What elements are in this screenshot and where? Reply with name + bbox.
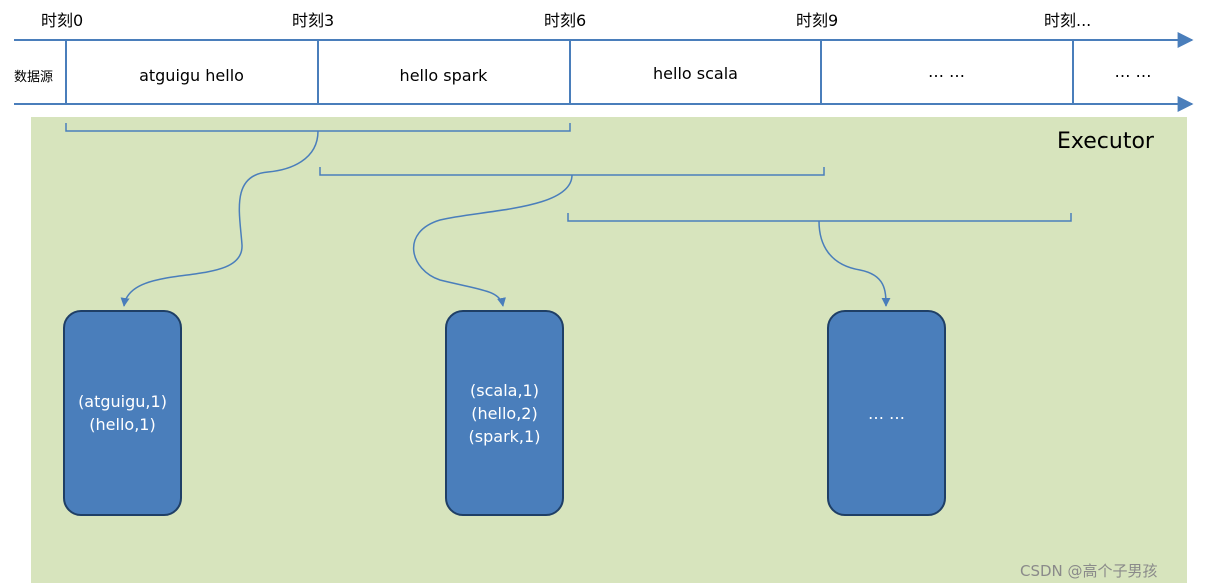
segment-label-3: hello scala — [653, 64, 738, 83]
data-source-label: 数据源 — [14, 70, 54, 85]
segment-label-2: hello spark — [399, 66, 488, 85]
time-label-6: 时刻6 — [544, 11, 587, 30]
result-line: (hello,2) — [471, 403, 538, 423]
result-box-2: (scala,1) (hello,2) (spark,1) — [445, 310, 564, 516]
executor-area — [31, 117, 1187, 583]
time-label-3: 时刻3 — [292, 11, 335, 30]
watermark: CSDN @高个子男孩 — [1020, 562, 1158, 580]
time-label-more: 时刻... — [1044, 11, 1092, 30]
window-arrow-3 — [818, 220, 891, 307]
result-line: (hello,1) — [89, 415, 156, 434]
time-label-0: 时刻0 — [41, 11, 84, 30]
segment-label-5: … … — [1114, 62, 1152, 81]
result-box-3: … … — [827, 310, 946, 516]
result-box-1: (atguigu,1) (hello,1) — [63, 310, 182, 516]
time-label-9: 时刻9 — [796, 11, 839, 30]
result-line: (atguigu,1) — [78, 392, 167, 411]
executor-label: Executor — [1057, 129, 1154, 154]
result-line: (scala,1) — [470, 380, 539, 400]
segment-label-4: … … — [927, 62, 966, 81]
window-arrow-2 — [412, 174, 573, 307]
window-arrow-1 — [120, 130, 319, 307]
segment-label-1: atguigu hello — [139, 66, 244, 85]
result-line: (spark,1) — [468, 426, 541, 446]
result-line: … … — [867, 403, 906, 423]
